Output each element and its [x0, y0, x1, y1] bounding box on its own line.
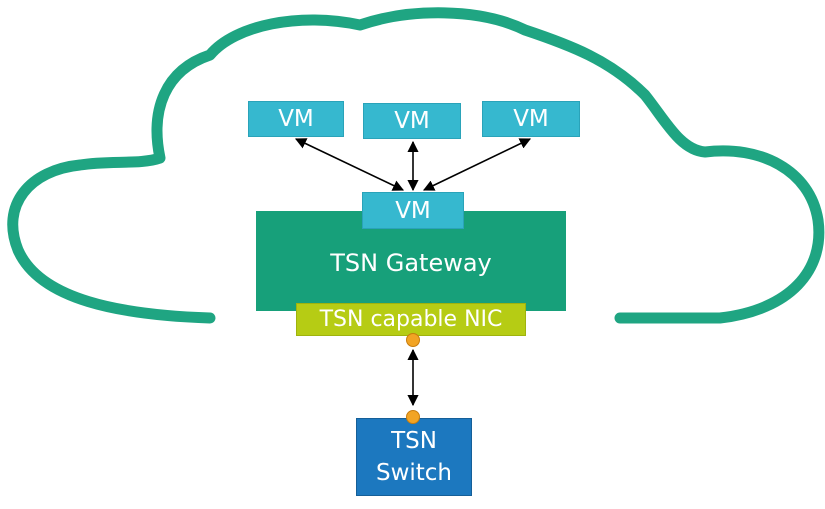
- tsn-switch: TSN Switch: [356, 418, 472, 496]
- cloud-outline: [7, 7, 825, 324]
- tsn-switch-line1: TSN: [391, 428, 437, 454]
- vm-gateway: VM: [362, 192, 464, 229]
- vm-gateway-label: VM: [395, 197, 431, 224]
- switch-port: [406, 410, 420, 424]
- vm-top-right-label: VM: [513, 106, 549, 132]
- arrow-vm-left: [294, 138, 405, 191]
- nic-port: [406, 333, 420, 347]
- tsn-switch-line2: Switch: [375, 460, 453, 486]
- tsn-capable-nic: TSN capable NIC: [296, 303, 526, 336]
- vm-top-middle: VM: [363, 103, 461, 139]
- vm-top-left-label: VM: [278, 106, 314, 132]
- vm-top-left: VM: [248, 101, 344, 137]
- tsn-gateway-label: TSN Gateway: [330, 249, 492, 277]
- arrow-vm-right: [422, 138, 532, 191]
- vm-top-middle-label: VM: [394, 108, 430, 134]
- tsn-capable-nic-label: TSN capable NIC: [319, 307, 503, 332]
- vm-top-right: VM: [482, 101, 580, 137]
